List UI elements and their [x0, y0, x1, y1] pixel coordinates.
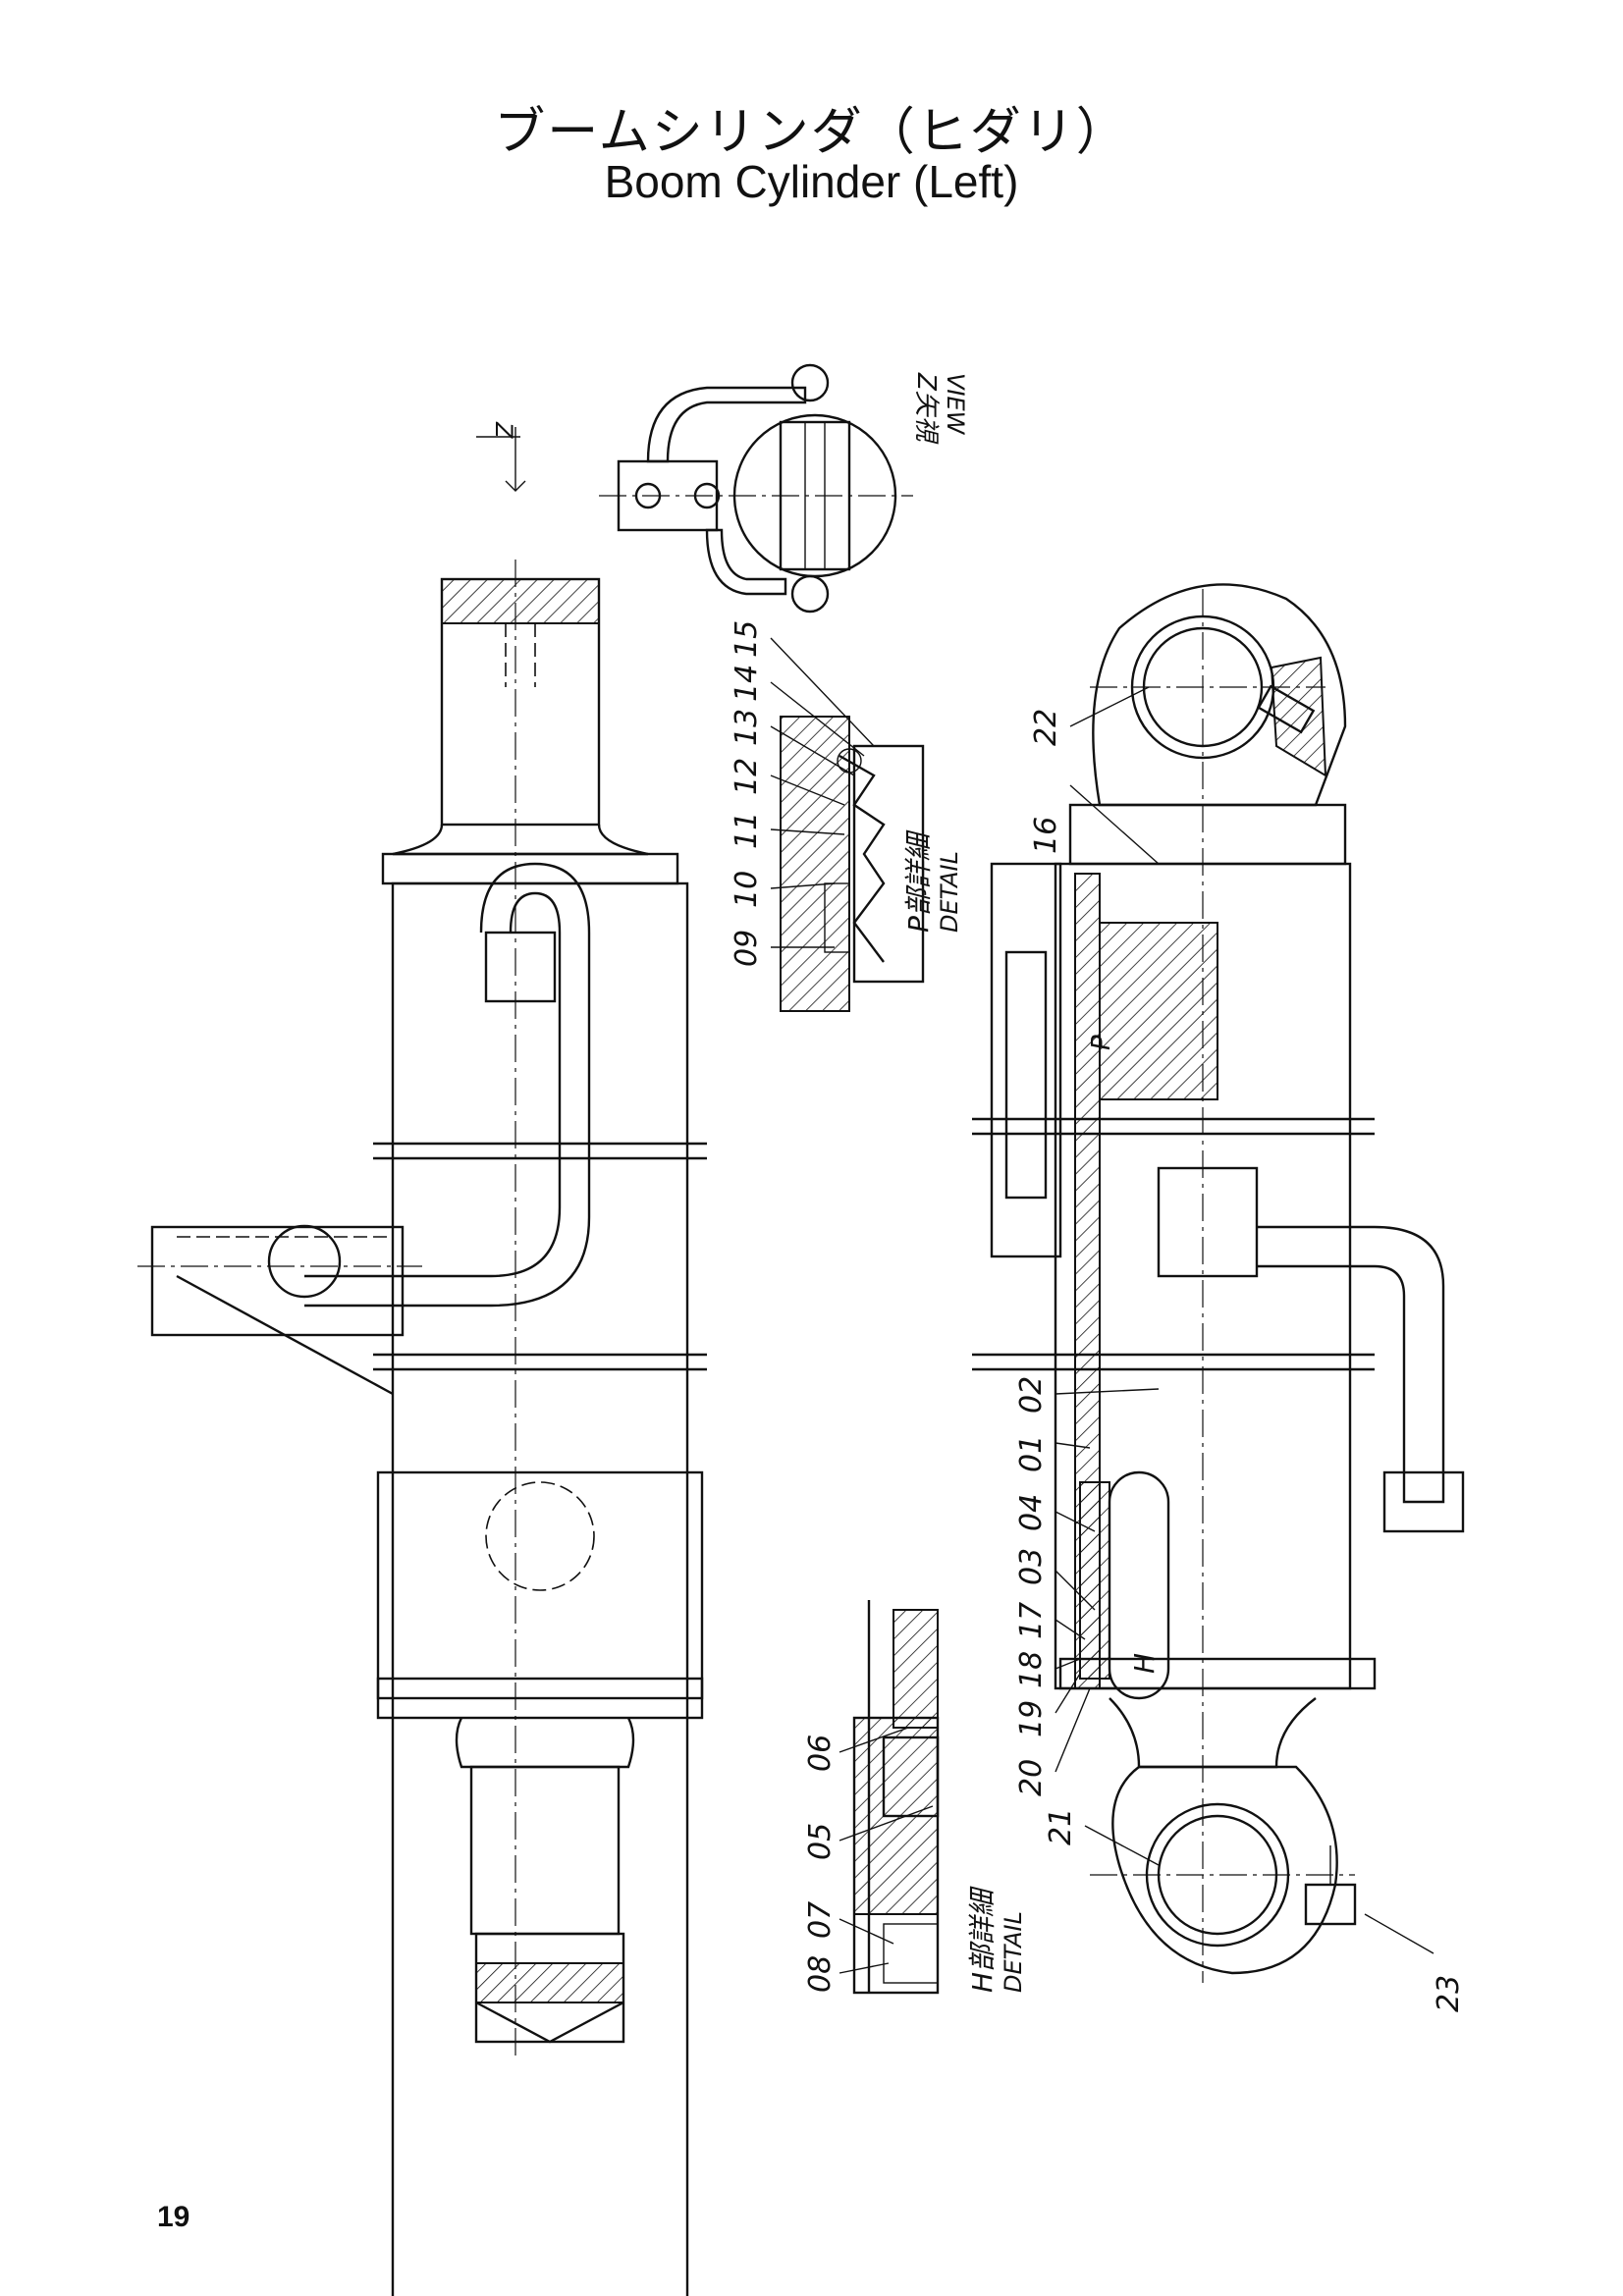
- p-detail-part-09: 09: [730, 930, 764, 967]
- right-section-drawing: [972, 583, 1465, 1983]
- main-part-03: 03: [1014, 1548, 1049, 1585]
- main-p-marker: P: [1087, 1035, 1116, 1050]
- h-detail-label-jp: H部詳細: [966, 1886, 999, 1993]
- main-h-marker: H: [1128, 1653, 1161, 1674]
- main-part-01: 01: [1014, 1435, 1049, 1472]
- z-direction-arrow: [476, 427, 526, 492]
- main-part-22: 22: [1029, 709, 1063, 746]
- page-title-japanese: ブームシリンダ（ヒダリ）: [494, 103, 1129, 162]
- main-part-18: 18: [1014, 1651, 1049, 1688]
- p-detail-part-14: 14: [730, 665, 764, 702]
- main-part-20: 20: [1014, 1759, 1049, 1796]
- leader-lines: [770, 637, 1434, 1974]
- p-detail-part-12: 12: [730, 758, 764, 795]
- h-detail-part-07: 07: [803, 1901, 838, 1939]
- main-part-16: 16: [1029, 817, 1063, 854]
- p-detail-part-11: 11: [730, 812, 764, 849]
- h-detail-part-05: 05: [803, 1823, 838, 1860]
- p-detail-part-10: 10: [730, 871, 764, 908]
- p-detail-label-jp: P部詳細: [902, 829, 935, 933]
- h-detail-part-06: 06: [803, 1735, 838, 1772]
- p-detail-part-15: 15: [730, 620, 764, 658]
- main-part-04: 04: [1014, 1494, 1049, 1531]
- main-part-21: 21: [1044, 1808, 1078, 1845]
- p-detail-drawing: [780, 716, 925, 1012]
- z-view-drawing: [599, 363, 913, 614]
- z-arrow-label: Z: [490, 421, 517, 439]
- h-detail-part-08: 08: [803, 1955, 838, 1993]
- z-view-label-en: VIEW: [942, 373, 969, 436]
- main-part-02: 02: [1014, 1376, 1049, 1414]
- h-detail-drawing: [852, 1600, 940, 1995]
- z-view-label-jp: Z矢視: [911, 372, 941, 445]
- main-part-17: 17: [1014, 1602, 1049, 1639]
- p-detail-part-13: 13: [730, 709, 764, 746]
- main-part-19: 19: [1014, 1700, 1049, 1737]
- p-detail-label-en: DETAIL: [936, 851, 963, 933]
- h-detail-label-en: DETAIL: [1000, 1911, 1027, 1993]
- page-title-english: Boom Cylinder (Left): [604, 156, 1019, 207]
- main-part-23: 23: [1432, 1975, 1466, 2012]
- left-elevation-drawing: [137, 560, 707, 2296]
- page-number: 19: [157, 2201, 190, 2233]
